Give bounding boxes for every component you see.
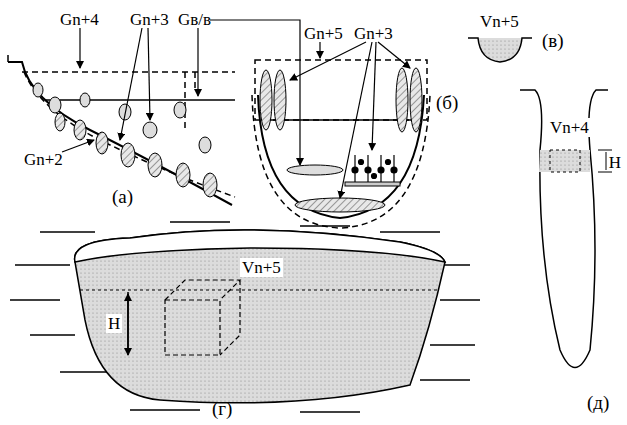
panel-letter: (г) — [210, 398, 234, 419]
panel-letter: (б) — [434, 92, 460, 113]
height-label: H — [607, 153, 623, 172]
height-label: H — [106, 314, 122, 333]
panel-letter: (а) — [110, 186, 135, 207]
flow-label: Gn+4 — [58, 10, 101, 29]
volume-label: Vn+5 — [478, 12, 521, 31]
volume-label: Vn+5 — [240, 258, 283, 277]
flow-label: Gn+2 — [22, 150, 65, 169]
flow-label: Gn+5 — [302, 24, 345, 43]
flow-label: Gв/в — [176, 10, 213, 29]
panel-letter: (в) — [540, 30, 566, 51]
flow-label: Gn+3 — [352, 24, 395, 43]
panel-letter: (д) — [585, 392, 611, 413]
volume-label: Vn+4 — [548, 118, 591, 137]
flow-label: Gn+3 — [128, 10, 171, 29]
